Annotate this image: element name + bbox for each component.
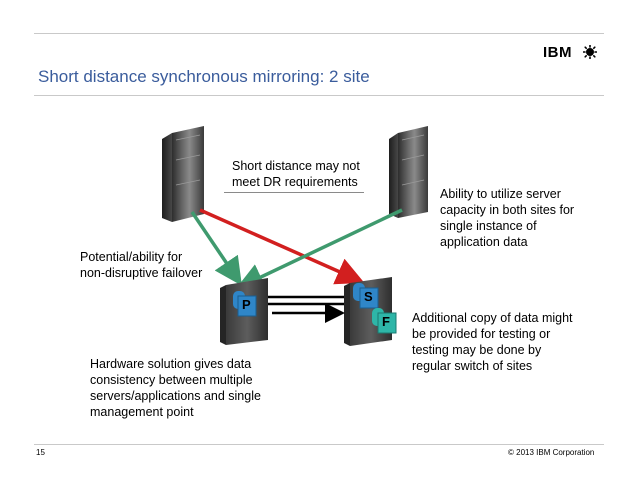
callout-failover: Potential/ability for non-disruptive fai…	[80, 249, 202, 281]
callout-distance-underline	[224, 192, 364, 193]
server-site-b	[389, 126, 428, 218]
callout-copy-line: testing may be done by	[412, 343, 542, 357]
footer-rule	[34, 444, 604, 445]
storage-label-secondary: S	[364, 289, 373, 304]
link-a-to-secondary	[199, 208, 365, 285]
callout-copy: Additional copy of data might be provide…	[412, 310, 573, 374]
callout-hardware: Hardware solution gives data consistency…	[90, 356, 261, 420]
callout-capacity-line: capacity in both sites for	[440, 203, 575, 217]
storage-secondary	[344, 277, 397, 346]
callout-failover-line: Potential/ability for	[80, 250, 183, 264]
storage-label-primary: P	[242, 297, 251, 312]
ibm-logo: IBM	[543, 44, 599, 61]
page-number: 15	[36, 448, 45, 457]
callout-hardware-line: consistency between multiple	[90, 373, 253, 387]
link-a-to-primary	[190, 211, 242, 286]
callout-capacity: Ability to utilize server capacity in bo…	[440, 186, 574, 250]
callout-hardware-line: servers/applications and single	[90, 389, 261, 403]
server-site-a	[162, 126, 204, 222]
callout-capacity-line: application data	[440, 235, 528, 249]
callout-capacity-line: Ability to utilize server	[440, 187, 561, 201]
callout-distance: Short distance may not meet DR requireme…	[232, 158, 360, 190]
callout-capacity-line: single instance of	[440, 219, 537, 233]
callout-copy-line: be provided for testing or	[412, 327, 551, 341]
link-b-to-primary	[235, 208, 403, 290]
ibm-globe-icon	[583, 45, 597, 59]
storage-primary	[220, 278, 268, 345]
callout-distance-line: meet DR requirements	[232, 175, 358, 189]
callout-copy-line: Additional copy of data might	[412, 311, 573, 325]
callout-hardware-line: management point	[90, 405, 194, 419]
callout-failover-line: non-disruptive failover	[80, 266, 203, 280]
ibm-logo-text: IBM	[543, 44, 572, 61]
copyright: © 2013 IBM Corporation	[508, 448, 595, 457]
slide-title: Short distance synchronous mirroring: 2 …	[38, 67, 370, 86]
callout-copy-line: regular switch of sites	[412, 359, 533, 373]
callout-distance-line: Short distance may not	[232, 159, 360, 173]
header-top-rule	[34, 33, 604, 34]
callout-hardware-line: Hardware solution gives data	[90, 357, 252, 371]
header-bottom-rule	[34, 95, 604, 96]
storage-label-flash: F	[382, 314, 390, 329]
